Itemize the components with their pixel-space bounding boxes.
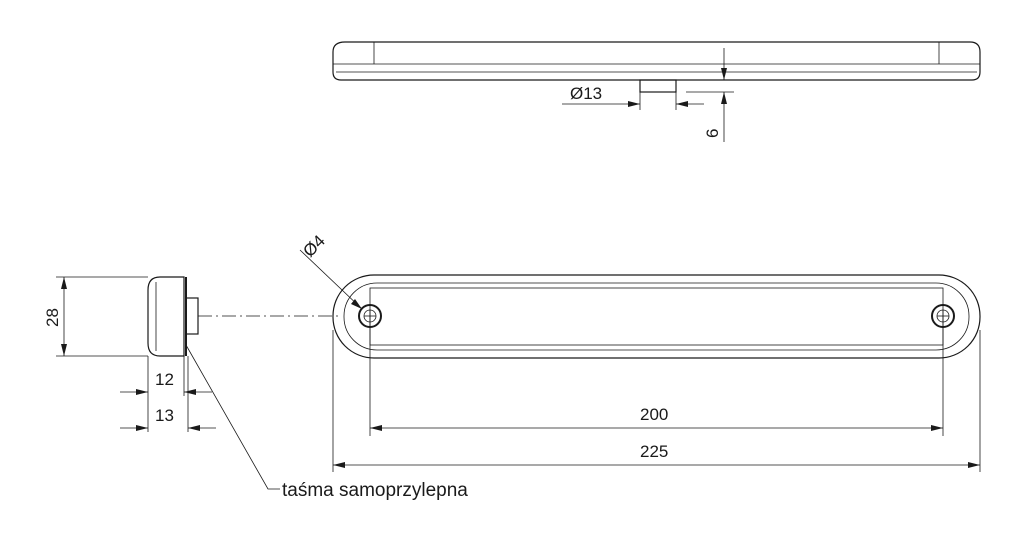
front-view-lens-panel: [369, 287, 944, 346]
dim-boss-arrow-left: [628, 101, 640, 107]
dim-spacing-arrow-right: [931, 425, 943, 431]
note-leader-line: [185, 344, 280, 490]
dim-boss-height-arrow-top: [721, 68, 727, 80]
front-view-outer-outline: [332, 274, 981, 359]
dim-length-label: 225: [640, 442, 668, 461]
dim-length-arrow-right: [968, 462, 980, 468]
dim-boss-height-arrow-bottom: [721, 92, 727, 104]
dim-spacing-arrow-left: [370, 425, 382, 431]
dim-total-depth-arrow-left: [136, 425, 148, 431]
dim-body-depth-label: 12: [155, 370, 174, 389]
top-view-body-outline: [332, 41, 981, 81]
dim-body-depth-arrow-right: [184, 389, 196, 395]
dim-mount-hole-arrow: [351, 299, 362, 309]
dim-total-depth-label: 13: [155, 406, 174, 425]
dim-boss-diameter-label: Ø13: [570, 84, 602, 103]
side-view-body-outline: [147, 276, 185, 357]
front-view: Ø4 200 225: [299, 231, 981, 472]
dim-boss-height-label: 6: [703, 129, 722, 138]
dim-boss-arrow-right: [676, 101, 688, 107]
dim-length-arrow-left: [333, 462, 345, 468]
side-view-boss: [185, 297, 199, 335]
dim-spacing-label: 200: [640, 405, 668, 424]
dim-total-depth-arrow-right: [188, 425, 200, 431]
dim-mount-hole-label: Ø4: [299, 231, 328, 260]
side-view: 28 12 13 taśma samoprzylepna: [43, 276, 468, 501]
dim-height-arrow-bottom: [61, 344, 67, 356]
dim-height-label: 28: [43, 308, 62, 327]
top-view: Ø13 6: [332, 41, 981, 142]
mounting-boss: [639, 79, 677, 93]
front-view-inner-outline: [343, 282, 970, 351]
dim-height-arrow-top: [61, 277, 67, 289]
adhesive-tape-note: taśma samoprzylepna: [282, 480, 468, 501]
dim-body-depth-arrow-left: [136, 389, 148, 395]
dim-mount-hole-leader: [299, 249, 363, 310]
